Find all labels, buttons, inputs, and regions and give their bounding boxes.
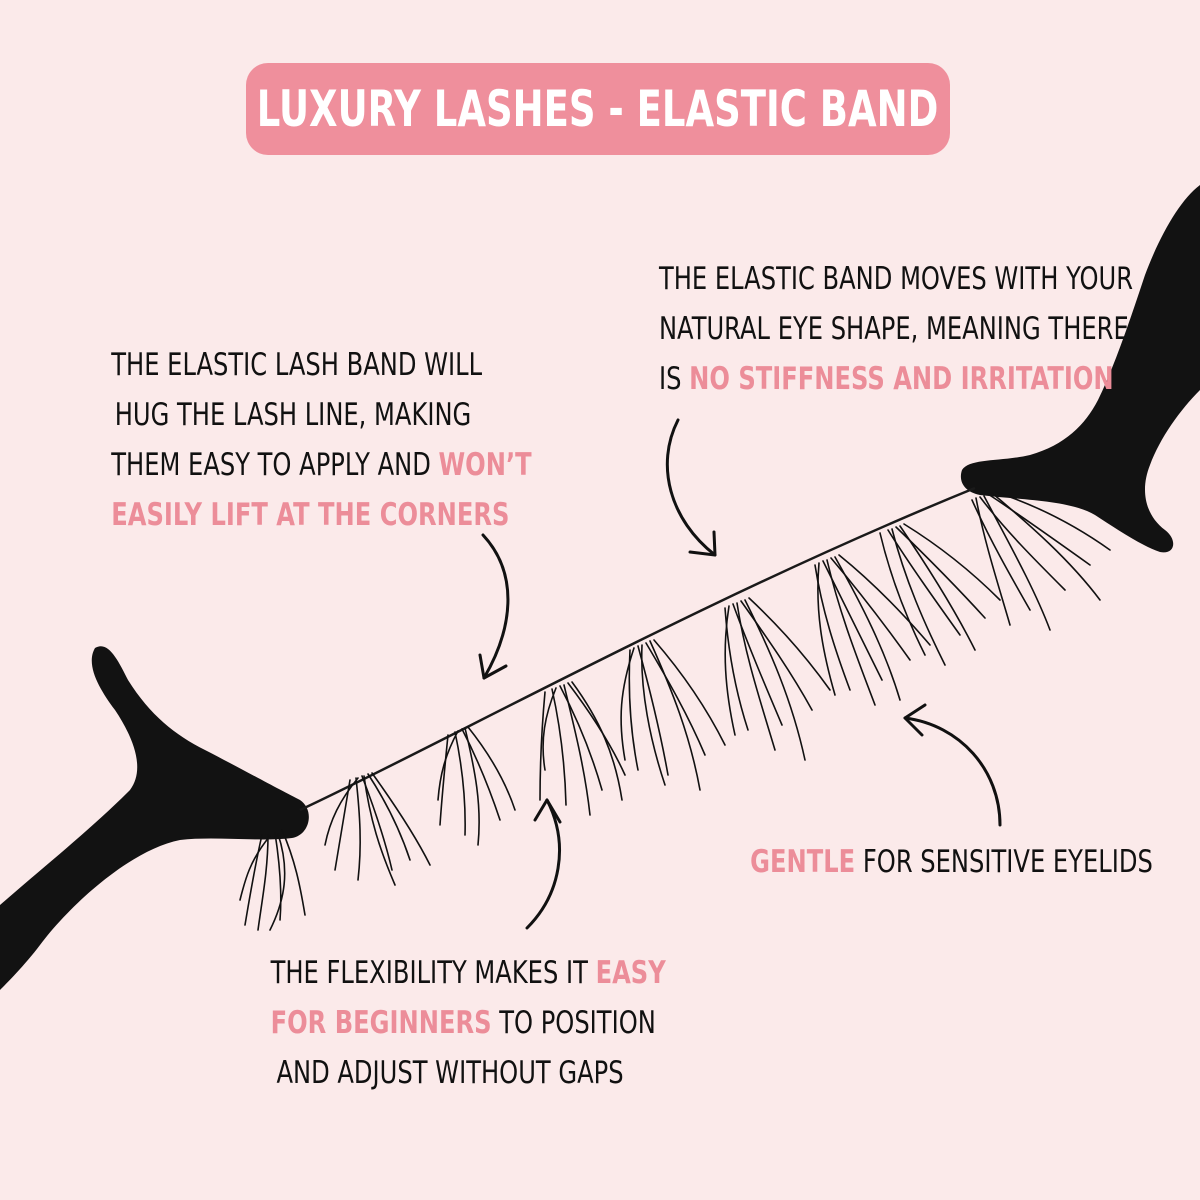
callout-text: THEM EASY TO APPLY AND [111, 447, 439, 483]
callout-line: THEM EASY TO APPLY AND WON’T [111, 440, 531, 490]
callout-top-left: THE ELASTIC LASH BAND WILL HUG THE LASH … [60, 340, 531, 540]
callout-line: IS NO STIFFNESS AND IRRITATION [658, 354, 1114, 404]
title-banner: LUXURY LASHES - ELASTIC BAND [246, 63, 950, 155]
callout-line: NATURAL EYE SHAPE, MEANING THERE [658, 311, 1129, 347]
lash-cluster [971, 491, 1111, 631]
callout-text: FOR SENSITIVE EYELIDS [855, 844, 1153, 880]
lash-cluster [879, 523, 1001, 666]
lash-cluster [620, 639, 726, 791]
arrow-bottom-right [903, 703, 1002, 827]
callout-arrows [478, 418, 1002, 930]
callout-highlight: GENTLE [750, 844, 856, 880]
callout-bottom-right: GENTLE FOR SENSITIVE EYELIDS [700, 837, 1156, 887]
lash-cluster [539, 681, 626, 816]
callout-highlight: NO STIFFNESS AND IRRITATION [689, 361, 1114, 397]
callout-text: TO POSITION [491, 1005, 656, 1041]
lash-clusters [239, 491, 1111, 931]
callout-top-right: THE ELASTIC BAND MOVES WITH YOUR NATURAL… [600, 254, 1136, 404]
callout-highlight: WON’T [438, 447, 532, 483]
callout-highlight: FOR BEGINNERS [270, 1005, 492, 1041]
callout-text: IS [658, 361, 690, 397]
callout-line: THE ELASTIC BAND MOVES WITH YOUR [658, 261, 1134, 297]
callout-line: GENTLE FOR SENSITIVE EYELIDS [750, 837, 1153, 887]
callout-line: FOR BEGINNERS TO POSITION [270, 998, 656, 1048]
callout-line: THE FLEXIBILITY MAKES IT EASY [270, 948, 666, 998]
callout-line: AND ADJUST WITHOUT GAPS [276, 1055, 624, 1091]
arrow-top-right [665, 418, 717, 557]
page-title: LUXURY LASHES - ELASTIC BAND [257, 80, 939, 138]
arrow-bottom-center [525, 798, 562, 930]
lash-cluster [814, 554, 931, 706]
callout-line: HUG THE LASH LINE, MAKING [114, 397, 472, 433]
callout-line: THE ELASTIC LASH BAND WILL [111, 347, 483, 383]
callout-text: THE FLEXIBILITY MAKES IT [270, 955, 596, 991]
callout-bottom-center: THE FLEXIBILITY MAKES IT EASY FOR BEGINN… [220, 948, 680, 1098]
callout-highlight: EASILY LIFT AT THE CORNERS [111, 497, 510, 533]
left-lash-holder [0, 646, 309, 990]
right-lash-holder [960, 185, 1200, 553]
lash-cluster [324, 772, 431, 886]
lash-cluster [724, 597, 831, 761]
lash-cluster [239, 829, 306, 931]
arrow-top-left [478, 533, 510, 680]
lash-cluster [437, 726, 516, 846]
callout-highlight: EASY [595, 955, 666, 991]
